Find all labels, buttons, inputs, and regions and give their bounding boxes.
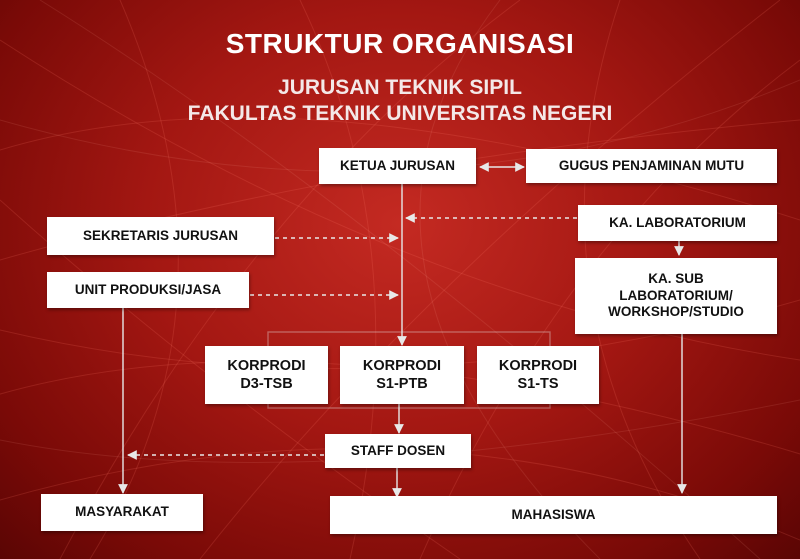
node-label: MAHASISWA: [511, 506, 596, 522]
node-label-line3: WORKSHOP/STUDIO: [608, 304, 744, 320]
node-korprodi-s1-ts: KORPRODI S1-TS: [477, 346, 599, 404]
node-label: KETUA JURUSAN: [339, 157, 455, 173]
node-ka-laboratorium: KA. LABORATORIUM: [578, 205, 777, 241]
node-label-line1: KORPRODI: [498, 357, 578, 374]
node-mahasiswa: MAHASISWA: [330, 496, 777, 534]
node-label-line1: KORPRODI: [227, 357, 306, 374]
node-label: STAFF DOSEN: [350, 442, 446, 458]
node-label-line2: S1-PTB: [376, 376, 428, 392]
node-label-line2: S1-TS: [517, 376, 559, 392]
node-label: UNIT PRODUKSI/JASA: [74, 281, 222, 297]
node-label: KA. LABORATORIUM: [609, 214, 746, 230]
node-label: MASYARAKAT: [75, 504, 169, 520]
chart-title: STRUKTUR ORGANISASI: [225, 28, 575, 59]
node-korprodi-s1-ptb: KORPRODI S1-PTB: [340, 346, 464, 404]
node-sekretaris-jurusan: SEKRETARIS JURUSAN: [47, 217, 274, 255]
node-korprodi-d3-tsb: KORPRODI D3-TSB: [205, 346, 328, 404]
node-label-line2: D3-TSB: [240, 376, 293, 392]
node-gugus-penjaminan-mutu: GUGUS PENJAMINAN MUTU: [526, 149, 777, 183]
node-label: GUGUS PENJAMINAN MUTU: [558, 157, 745, 173]
node-label: SEKRETARIS JURUSAN: [82, 227, 239, 243]
node-ketua-jurusan: KETUA JURUSAN: [319, 148, 476, 184]
node-label-line1: KORPRODI: [362, 357, 442, 374]
chart-subtitle-line1: JURUSAN TEKNIK SIPIL: [278, 76, 522, 99]
node-masyarakat: MASYARAKAT: [41, 494, 203, 531]
node-ka-sub-laboratorium: KA. SUB LABORATORIUM/ WORKSHOP/STUDIO: [575, 258, 777, 334]
node-unit-produksi-jasa: UNIT PRODUKSI/JASA: [47, 272, 249, 308]
node-staff-dosen: STAFF DOSEN: [325, 434, 471, 468]
node-label-line1: KA. SUB: [648, 270, 704, 286]
chart-subtitle-line2: FAKULTAS TEKNIK UNIVERSITAS NEGERI: [187, 102, 613, 125]
node-label-line2: LABORATORIUM/: [619, 287, 733, 303]
